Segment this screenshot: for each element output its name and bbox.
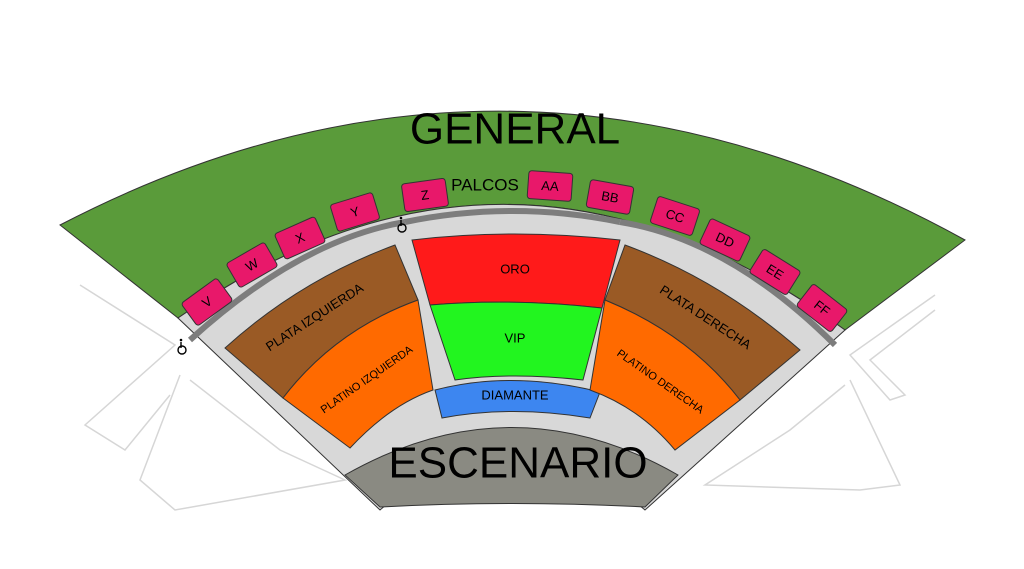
section-diamante[interactable]	[434, 379, 601, 419]
stage-escenario-label: ESCENARIO	[388, 439, 647, 488]
palco-label: Z	[420, 187, 430, 203]
section-platino-derecha[interactable]	[589, 299, 741, 451]
palco-box[interactable]	[181, 278, 233, 327]
wheelchair-icon	[177, 338, 187, 355]
palco-bb[interactable]: BB	[585, 179, 635, 215]
section-platino-izquierda[interactable]	[282, 299, 434, 449]
section-diamante-label: DIAMANTE	[481, 387, 549, 402]
walkway-right-inner	[702, 379, 902, 491]
aisle-left	[187, 219, 406, 343]
palco-label: BB	[600, 188, 620, 206]
palco-box[interactable]	[330, 192, 380, 232]
palco-x[interactable]: X	[274, 216, 326, 260]
palco-box[interactable]	[699, 218, 751, 262]
palco-label: DD	[713, 229, 736, 251]
wheelchair-icon	[397, 216, 407, 233]
section-vip-label: VIP	[505, 330, 526, 345]
palco-box[interactable]	[274, 216, 326, 260]
palco-box[interactable]	[226, 242, 278, 288]
palco-dd[interactable]: DD	[699, 218, 751, 262]
stage-escenario	[344, 427, 679, 508]
palco-box[interactable]	[796, 283, 848, 332]
palco-label: CC	[664, 206, 686, 226]
aisle-top	[404, 208, 621, 225]
palco-cc[interactable]: CC	[650, 196, 700, 236]
walkway-outlines	[79, 284, 936, 511]
palco-v[interactable]: V	[181, 278, 233, 327]
palco-box[interactable]	[526, 170, 574, 202]
section-oro-label: ORO	[500, 261, 530, 276]
palco-box[interactable]	[650, 196, 700, 236]
palco-box[interactable]	[749, 248, 801, 295]
palco-box[interactable]	[585, 179, 635, 215]
section-general-label: GENERAL	[410, 105, 620, 154]
palco-aa[interactable]: AA	[526, 170, 574, 202]
palco-y[interactable]: Y	[330, 192, 380, 232]
walkway-left-inner	[139, 374, 348, 511]
walkway-right-outer	[848, 294, 936, 401]
palco-z[interactable]: Z	[401, 177, 449, 213]
aisle-right	[619, 219, 838, 348]
palco-ff[interactable]: FF	[796, 283, 848, 332]
palco-label: AA	[541, 178, 560, 194]
palco-box[interactable]	[401, 177, 449, 213]
palcos-label: PALCOS	[451, 175, 519, 194]
walkway-left-outer	[79, 284, 177, 451]
palco-ee[interactable]: EE	[749, 248, 801, 295]
section-vip[interactable]	[429, 301, 603, 381]
palco-w[interactable]: W	[226, 242, 278, 288]
